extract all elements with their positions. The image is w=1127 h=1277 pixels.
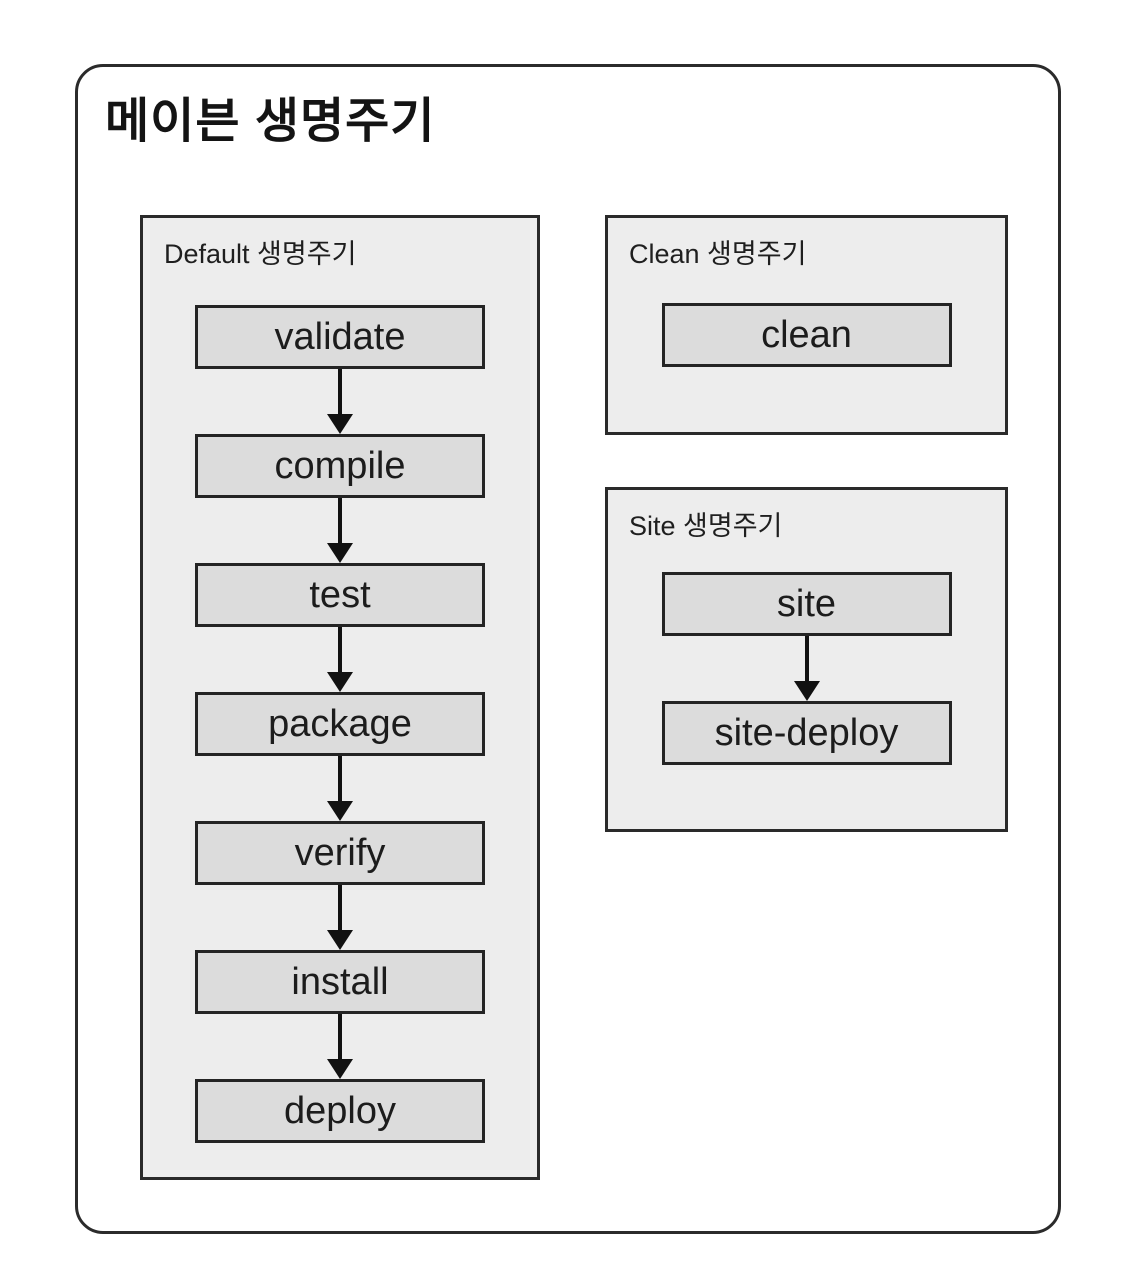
section-default-label: Default 생명주기 [164,239,357,269]
diagram-title: 메이븐 생명주기 [105,95,436,148]
section-default-lifecycle: Default 생명주기 validate compile test packa… [140,215,540,1180]
arrow-down-icon [326,885,354,950]
section-site-label: Site 생명주기 [629,511,783,541]
maven-lifecycle-frame: 메이븐 생명주기 Default 생명주기 validate compile t… [75,64,1061,1234]
phase-site-deploy: site-deploy [661,701,952,765]
arrow-down-icon [326,627,354,692]
section-clean-label: Clean 생명주기 [629,239,807,269]
phase-deploy: deploy [195,1079,485,1143]
section-site-lifecycle: Site 생명주기 site site-deploy [605,487,1008,832]
phase-compile: compile [195,434,485,498]
phase-validate: validate [195,305,485,369]
phase-package: package [195,692,485,756]
phase-test: test [195,563,485,627]
phase-clean: clean [661,303,952,367]
arrow-down-icon [793,636,821,701]
default-phase-column: validate compile test package verify ins… [195,305,485,1143]
arrow-down-icon [326,1014,354,1079]
phase-site: site [661,572,952,636]
phase-install: install [195,950,485,1014]
clean-phase-column: clean [661,303,952,367]
site-phase-column: site site-deploy [661,572,952,765]
arrow-down-icon [326,498,354,563]
arrow-down-icon [326,756,354,821]
section-clean-lifecycle: Clean 생명주기 clean [605,215,1008,435]
arrow-down-icon [326,369,354,434]
phase-verify: verify [195,821,485,885]
